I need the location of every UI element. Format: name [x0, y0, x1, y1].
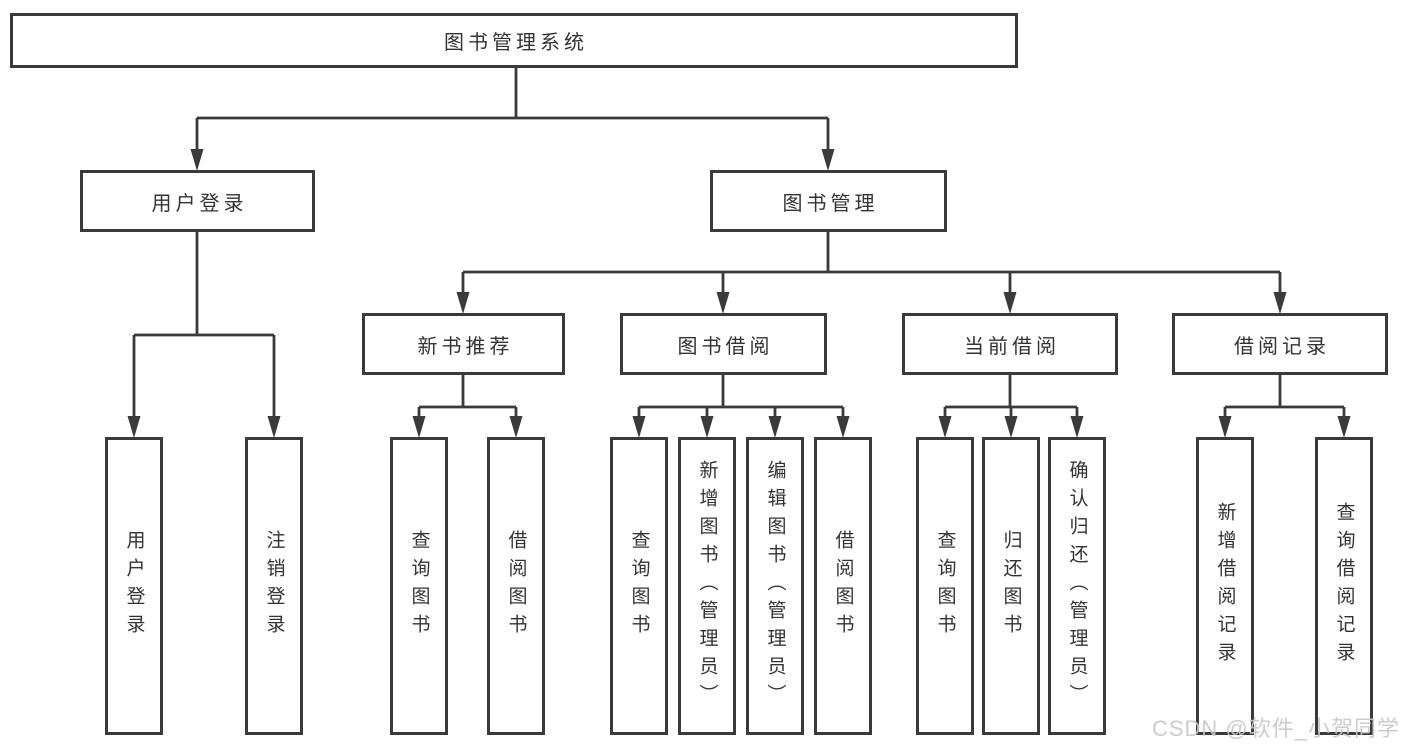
leaf-label: 编辑图书（管理员） [764, 460, 786, 712]
leaf-label: 归还图书 [1000, 530, 1022, 642]
leaf-label: 借阅图书 [832, 530, 854, 642]
leaf-query-borrow-record: 查询借阅记录 [1315, 437, 1373, 735]
leaf-borrow-books-recommend: 借阅图书 [487, 437, 545, 735]
leaf-label: 借阅图书 [505, 530, 527, 642]
leaf-edit-books-admin: 编辑图书（管理员） [746, 437, 804, 735]
watermark: CSDN @软件_小贺同学 [1151, 716, 1400, 741]
leaf-query-books-borrowing: 查询图书 [610, 437, 668, 735]
leaf-confirm-return-admin: 确认归还（管理员） [1048, 437, 1106, 735]
leaf-label: 查询图书 [934, 530, 956, 642]
leaf-label: 确认归还（管理员） [1066, 460, 1088, 712]
leaf-label: 查询图书 [408, 530, 430, 642]
leaf-user-login: 用户登录 [105, 437, 163, 735]
leaf-label: 新增图书（管理员） [696, 460, 718, 712]
leaf-label: 查询借阅记录 [1333, 502, 1355, 670]
node-current-borrowing: 当前借阅 [902, 313, 1118, 375]
node-book-management: 图书管理 [710, 170, 947, 232]
node-book-borrowing: 图书借阅 [620, 313, 827, 375]
leaf-label: 新增借阅记录 [1214, 502, 1236, 670]
leaf-query-books-recommend: 查询图书 [390, 437, 448, 735]
leaf-query-books-current: 查询图书 [916, 437, 974, 735]
node-new-book-recommendation: 新书推荐 [362, 313, 565, 375]
leaf-return-books: 归还图书 [982, 437, 1040, 735]
leaf-add-borrow-record: 新增借阅记录 [1196, 437, 1254, 735]
node-borrowing-records: 借阅记录 [1172, 313, 1388, 375]
leaf-label: 用户登录 [123, 530, 145, 642]
leaf-logout: 注销登录 [245, 437, 303, 735]
leaf-label: 查询图书 [628, 530, 650, 642]
leaf-add-books-admin: 新增图书（管理员） [678, 437, 736, 735]
node-user-login: 用户登录 [80, 170, 315, 232]
leaf-borrow-books: 借阅图书 [814, 437, 872, 735]
leaf-label: 注销登录 [263, 530, 285, 642]
node-library-management-system: 图书管理系统 [10, 13, 1018, 68]
